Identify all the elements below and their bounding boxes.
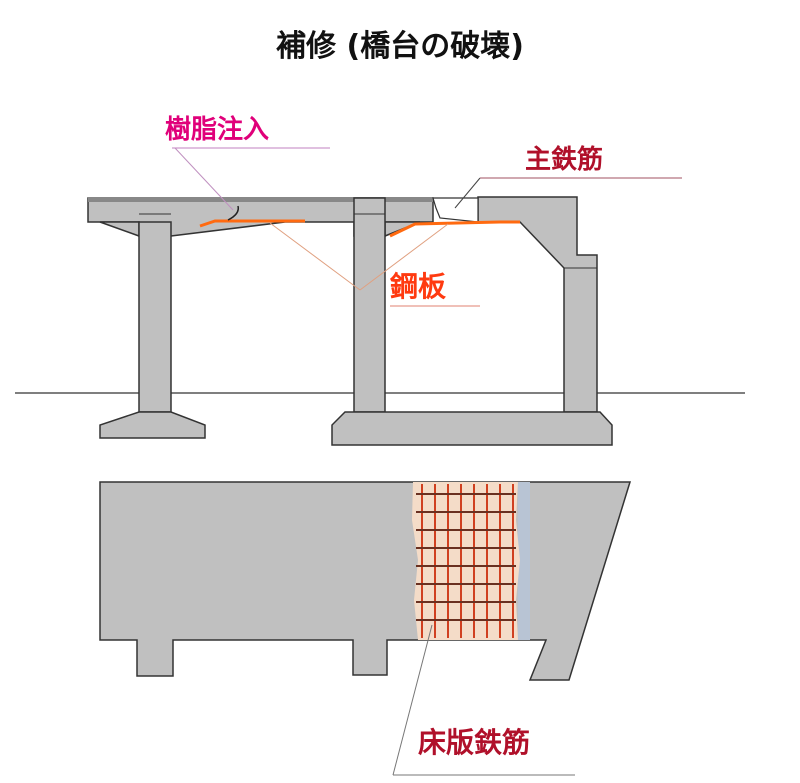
- steel-plate-leader-right: [359, 223, 449, 291]
- deck-rebar-leader: [392, 624, 433, 776]
- diagram-title: 補修 (橋台の破壊): [275, 29, 524, 64]
- label-deck-rebar: 床版鉄筋: [418, 726, 530, 759]
- damaged-section: [432, 197, 479, 223]
- left-haunch: [99, 221, 140, 238]
- steel-plate-right: [389, 220, 520, 238]
- label-resin-injection: 樹脂注入: [165, 114, 269, 145]
- main-rebar-leader: [454, 177, 481, 209]
- left-pier: [138, 221, 172, 413]
- left-footing: [99, 411, 206, 439]
- label-steel-plate: 鋼板: [390, 270, 446, 303]
- label-main-rebar: 主鉄筋: [525, 144, 603, 175]
- abutment: [477, 196, 598, 413]
- deck-section: [99, 481, 632, 681]
- resin-crack: [227, 205, 240, 221]
- steel-plate-left: [199, 219, 305, 228]
- resin-leader: [174, 147, 234, 211]
- middle-pier: [353, 197, 386, 413]
- right-footing: [331, 411, 613, 446]
- steel-plate-leader-left: [269, 222, 361, 291]
- deck-top-surface: [88, 197, 433, 202]
- repair-strip: [518, 482, 530, 640]
- rebar-mesh: [412, 482, 520, 640]
